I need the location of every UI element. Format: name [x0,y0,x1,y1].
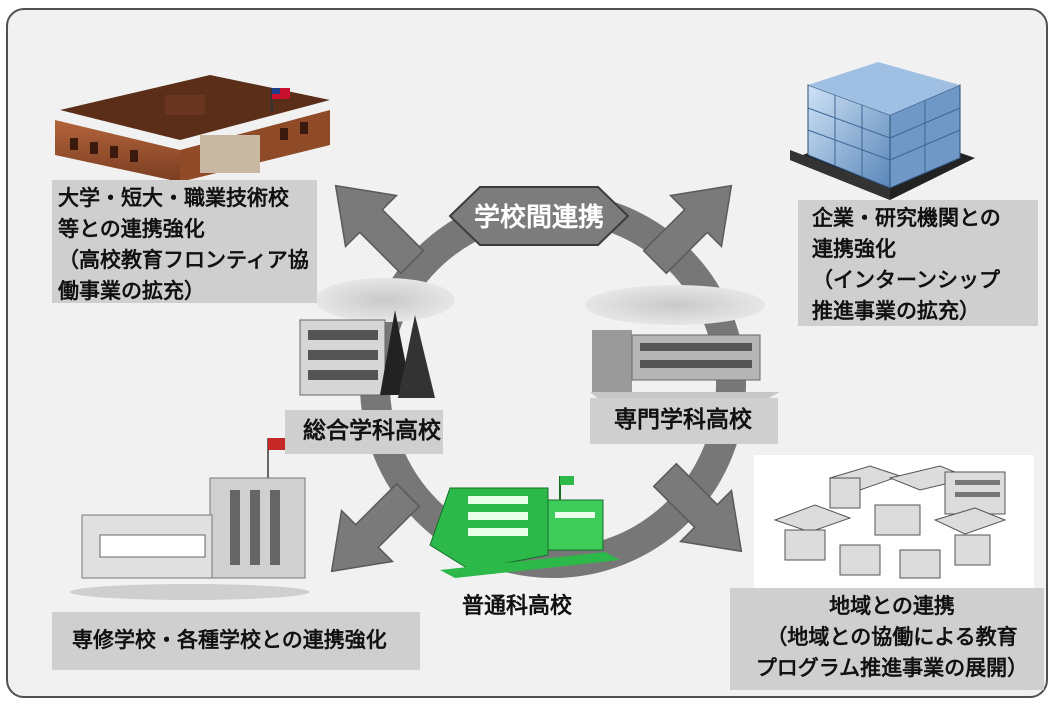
arrow-to-vocational [330,482,421,573]
arrow-to-community [652,462,743,553]
general-school-icon [429,476,620,578]
university-building-icon [55,75,330,182]
integrated-school-label: 総合学科高校 [285,410,443,454]
specialized-school-icon [585,285,780,400]
partner-university-label: 大学・短大・職業技術校 等との連携強化 （高校教育フロンティア協 働事業の拡充） [52,180,317,303]
hub-hexagon [448,186,630,246]
vocational-school-icon [70,438,310,600]
general-school-label: 普通科高校 [462,594,573,619]
company-building-icon [790,62,975,200]
hub-label: 学校間連携 [474,202,604,233]
specialized-school-label: 専門学科高校 [590,398,778,444]
arrow-to-university [334,184,425,275]
arrow-to-company [642,184,733,275]
partner-vocational-label: 専修学校・各種学校との連携強化 [52,612,420,670]
partner-community-label: 地域との連携 （地域との協働による教育 プログラム推進事業の展開） [730,588,1044,690]
integrated-school-icon [299,278,455,398]
community-town-icon [754,455,1034,605]
partner-company-label: 企業・研究機関との 連携強化 （インターンシップ 推進事業の拡充） [798,200,1038,326]
